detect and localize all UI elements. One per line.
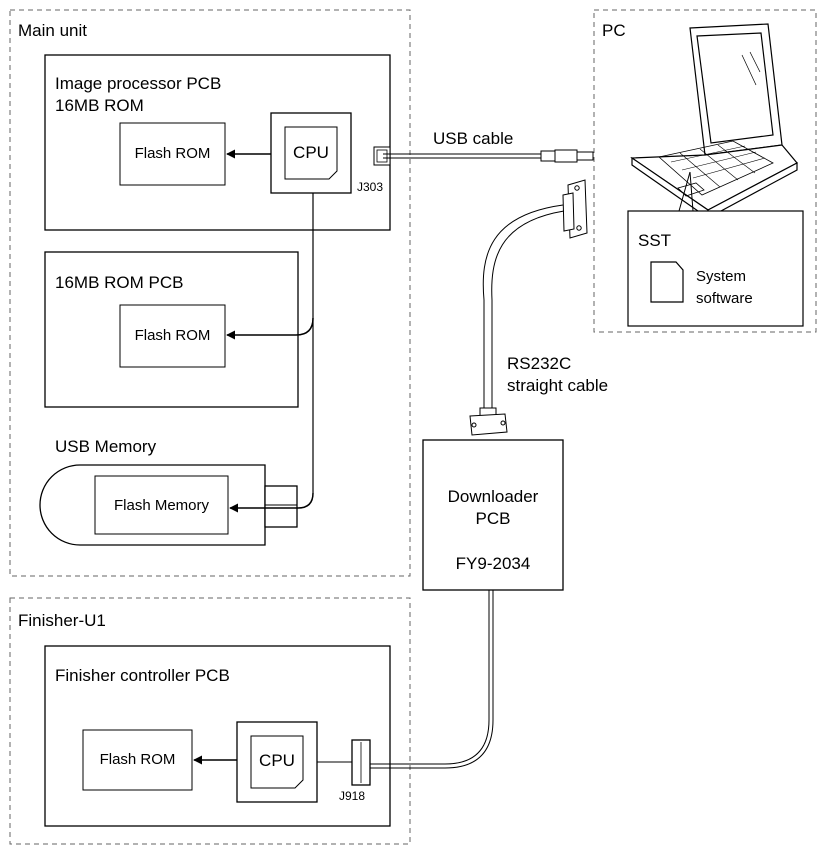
- downloader-serial-connector: [469, 407, 508, 436]
- usb-cable-label: USB cable: [433, 129, 514, 148]
- finisher-boundary: [9, 597, 411, 845]
- j303-connector-inner: [376, 149, 388, 163]
- rom-pcb-box: [44, 251, 299, 408]
- downloader-part-number: FY9-2034: [455, 554, 531, 573]
- pc-boundary: [593, 9, 817, 333]
- image-processor-flash-label: Flash ROM: [134, 145, 211, 162]
- image-processor-cpu-chip: [284, 126, 338, 180]
- rom-pcb-flash-box: [119, 304, 226, 368]
- main-unit-boundary: [9, 9, 411, 577]
- j918-label: J918: [339, 789, 366, 803]
- finisher-controller-box: [44, 645, 391, 827]
- image-processor-subtitle: 16MB ROM: [55, 96, 144, 115]
- sst-callout-line-a: [678, 171, 691, 212]
- pc-serial-connector: [562, 179, 588, 239]
- sst-doc-line1: System: [696, 268, 747, 285]
- rom-pcb-title: 16MB ROM PCB: [55, 273, 184, 292]
- bus-to-rom-flash: [226, 317, 314, 340]
- usb-memory-title: USB Memory: [55, 437, 157, 456]
- finisher-flash-box: [82, 729, 193, 791]
- image-processor-cpu-outer: [270, 112, 352, 194]
- image-processor-flash-box: [119, 122, 226, 186]
- finisher-cpu-chip: [250, 735, 304, 789]
- image-processor-cpu-label: CPU: [293, 143, 329, 162]
- finisher-cpu-label: CPU: [259, 751, 295, 770]
- finisher-flash-label: Flash ROM: [99, 751, 176, 768]
- image-processor-title: Image processor PCB: [55, 74, 222, 93]
- j303-label: J303: [357, 180, 384, 194]
- rom-pcb-flash-label: Flash ROM: [134, 327, 211, 344]
- downloader-label-line2: PCB: [475, 509, 511, 528]
- rs232c-label-line1: RS232C: [507, 354, 572, 373]
- rs232c-cable-outer: [482, 204, 564, 412]
- laptop-icon: [630, 23, 798, 220]
- pc-label: PC: [602, 21, 626, 40]
- finisher-u1-label: Finisher-U1: [18, 611, 106, 630]
- downloader-to-finisher-outer: [370, 590, 490, 765]
- bus-to-usb-flash: [229, 492, 314, 513]
- main-unit-label: Main unit: [18, 21, 87, 40]
- downloader-to-finisher-inner: [370, 590, 494, 769]
- sst-callout-line-b: [689, 171, 694, 212]
- sst-title: SST: [638, 231, 672, 250]
- image-processor-pcb-box: [44, 54, 391, 231]
- rs232c-label-line2: straight cable: [507, 376, 609, 395]
- finisher-controller-title: Finisher controller PCB: [55, 666, 230, 685]
- usb-memory-body: [39, 464, 266, 546]
- finisher-cpu-outer: [236, 721, 318, 803]
- usb-memory-flash-label: Flash Memory: [113, 497, 210, 514]
- document-icon: [650, 261, 684, 303]
- downloader-label-line1: Downloader: [447, 487, 539, 506]
- usb-memory-plug: [264, 485, 298, 528]
- sst-doc-line2: software: [696, 290, 753, 307]
- usb-cable-tip: [576, 151, 594, 161]
- rs232c-cable-inner: [491, 210, 565, 412]
- usb-memory-flash-box: [94, 475, 229, 535]
